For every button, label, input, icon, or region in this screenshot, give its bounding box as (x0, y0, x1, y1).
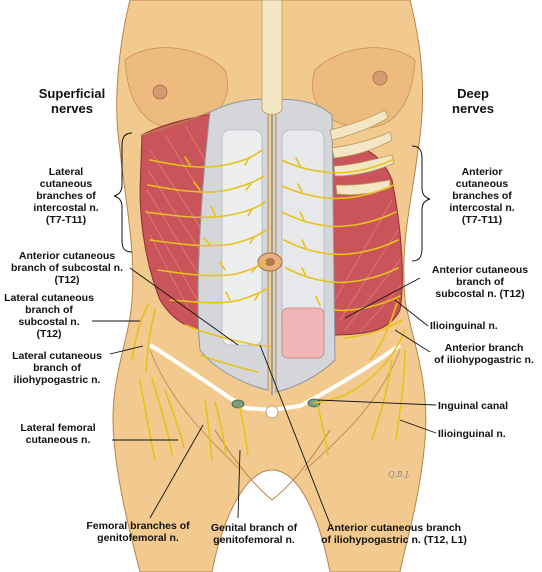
heading-deep-nerves: Deep nerves (452, 86, 494, 116)
right-brace (411, 145, 431, 262)
label-lateral-cutaneous-intercostal: Lateral cutaneous branches of intercosta… (33, 166, 99, 226)
label-lateral-cutaneous-subcostal: Lateral cutaneous branch of subcostal n.… (4, 292, 94, 340)
label-femoral-branches-genitofemoral: Femoral branches of genitofemoral n. (86, 520, 190, 544)
rib-cage-right (329, 109, 395, 196)
label-ilioinguinal-lower: Ilioinguinal n. (438, 428, 506, 440)
leader-lines (92, 267, 437, 525)
artist-signature: Q.B.J. (388, 470, 411, 479)
thigh-crease-left (149, 349, 241, 471)
rectus-panel-left (221, 129, 263, 346)
umbilicus-inner (265, 258, 275, 266)
label-genital-branch-genitofemoral: Genital branch of genitofemoral n. (210, 522, 298, 546)
heading-superficial-nerves: Superficial nerves (38, 86, 106, 116)
label-anterior-cutaneous-iliohypogastric: Anterior cutaneous branch of iliohypogas… (321, 522, 467, 546)
left-brace (113, 132, 133, 253)
label-anterior-cutaneous-subcostal-left: Anterior cutaneous branch of subcostal n… (10, 250, 123, 286)
inguinal-ring-left (231, 399, 245, 409)
label-inguinal-canal: Inguinal canal (438, 400, 509, 412)
nipple-right (372, 70, 388, 86)
groin-shading (214, 429, 331, 501)
pubic-symphysis (265, 405, 279, 419)
label-anterior-cutaneous-subcostal-right: Anterior cutaneous branch of subcostal n… (431, 264, 529, 300)
lower-rectus-patch (281, 307, 325, 359)
thigh-crease-right (304, 349, 401, 471)
label-ilioinguinal-upper: Ilioinguinal n. (430, 320, 498, 332)
nipple-left (152, 84, 168, 100)
abdominal-wall (139, 0, 403, 419)
label-lateral-cutaneous-iliohypogastric: Lateral cutaneous branch of iliohypogast… (12, 350, 102, 386)
label-anterior-cutaneous-intercostal: Anterior cutaneous branches of intercost… (449, 166, 515, 226)
label-lateral-femoral-cutaneous: Lateral femoral cutaneous n. (20, 422, 96, 446)
label-anterior-iliohypogastric: Anterior branch of iliohypogastric n. (434, 342, 534, 366)
sternum (261, 0, 283, 115)
costal-margin-left (141, 111, 211, 136)
nerves (131, 149, 406, 461)
